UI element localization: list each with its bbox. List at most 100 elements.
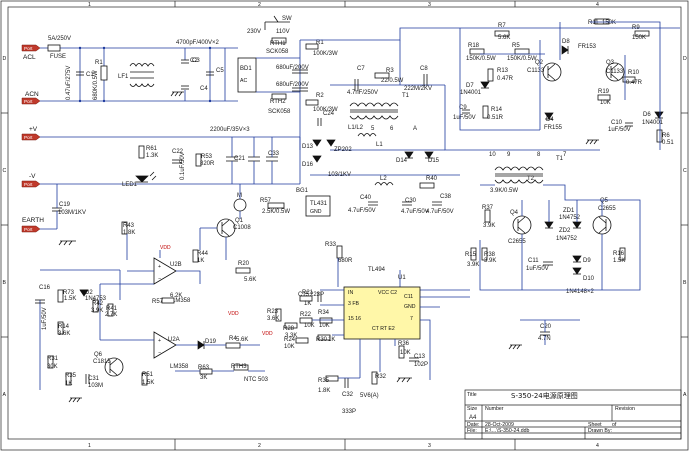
svg-text:+: + [158, 264, 161, 270]
svg-text:TL431: TL431 [310, 201, 328, 207]
port-vminus-tag: Port [24, 182, 33, 187]
svg-text:C10: C10 [611, 120, 623, 126]
svg-text:680uF/200V: 680uF/200V [276, 65, 309, 71]
primary-wiring [300, 27, 680, 151]
svg-text:1N4752: 1N4752 [559, 215, 581, 221]
svg-text:100K/3W: 100K/3W [313, 107, 338, 113]
bridge-rectifier-bd1: BD1 AC [237, 57, 257, 93]
svg-text:R13: R13 [497, 68, 509, 74]
svg-text:1.8K: 1.8K [318, 388, 330, 394]
svg-text:C16: C16 [39, 285, 51, 291]
svg-text:TL494: TL494 [368, 267, 386, 273]
svg-text:D13: D13 [302, 144, 314, 150]
svg-text:C1133: C1133 [606, 69, 624, 75]
svg-text:R19: R19 [598, 89, 610, 95]
svg-text:ZP202: ZP202 [334, 147, 352, 153]
resistor-r44: R44 1K [192, 249, 209, 264]
svg-text:M: M [237, 193, 242, 199]
svg-text:1N4001: 1N4001 [642, 120, 664, 126]
svg-text:C22: C22 [172, 149, 184, 155]
svg-text:10: 10 [489, 152, 496, 158]
svg-text:3.6K: 3.6K [58, 331, 70, 337]
svg-text:R41: R41 [106, 306, 118, 312]
svg-text:R1: R1 [316, 40, 324, 46]
svg-text:RTH3: RTH3 [231, 364, 247, 370]
driver-wiring: 10 9 8 7 T1 [459, 21, 661, 162]
transistor-q5: Q5 C2655 [592, 198, 616, 235]
row-label-b-right: B [683, 280, 687, 286]
resistor-r9: R9 150K [632, 25, 650, 41]
svg-text:U1: U1 [398, 275, 406, 281]
svg-text:U2A: U2A [168, 337, 180, 343]
svg-text:10K: 10K [319, 323, 330, 329]
svg-text:3.9K: 3.9K [91, 308, 103, 314]
svg-text:RTH2: RTH2 [270, 99, 286, 105]
resistor-r4-sense: R4 5.6K [225, 336, 248, 349]
svg-text:R1: R1 [95, 60, 103, 66]
svg-text:222M/2KV: 222M/2KV [404, 86, 432, 92]
svg-text:R35: R35 [318, 378, 330, 384]
transistor-q2: Q2 C1133 [527, 60, 562, 82]
col-label-4: 4 [596, 2, 599, 8]
svg-text:D14: D14 [396, 158, 408, 164]
port-acl: Port ACL [21, 44, 41, 61]
svg-text:8: 8 [537, 152, 541, 158]
svg-text:SCK058: SCK058 [268, 109, 291, 115]
svg-text:C8: C8 [420, 66, 428, 72]
svg-text:820R: 820R [200, 161, 215, 167]
svg-text:150K/0.5W: 150K/0.5W [466, 56, 496, 62]
number-label: Number [485, 406, 504, 412]
svg-text:R35: R35 [65, 373, 77, 379]
svg-text:FR155: FR155 [544, 125, 563, 131]
svg-text:Date:: Date: [467, 422, 479, 428]
svg-text:103M/1KV: 103M/1KV [58, 210, 86, 216]
row-label-a-right: A [683, 392, 687, 398]
svg-text:R22: R22 [300, 312, 312, 318]
ic-u1-tl494: U1 TL494 IN VCC C2 3 FB C11 GND 15 16 CT… [343, 267, 421, 340]
svg-text:223P: 223P [310, 292, 324, 298]
capacitor-c24: C24 [317, 111, 335, 126]
svg-text:5.6K: 5.6K [244, 277, 256, 283]
svg-text:1.8K: 1.8K [123, 230, 135, 236]
row-label-b: B [3, 280, 7, 286]
resistor-r19: R19 10K [597, 89, 611, 106]
svg-text:File:: File: [467, 428, 477, 434]
capacitor-c7: C7 4.7nF/250V [347, 66, 378, 96]
svg-text:1K: 1K [304, 301, 311, 307]
svg-text:R33: R33 [325, 242, 337, 248]
fuse-value: 5A/250V [48, 36, 71, 42]
resistor-r14: R14 0.51R [482, 105, 504, 121]
svg-text:R15: R15 [465, 252, 477, 258]
svg-text:AC: AC [240, 78, 247, 84]
svg-text:C13: C13 [414, 354, 426, 360]
svg-text:R31: R31 [47, 356, 59, 362]
svg-text:C7: C7 [357, 66, 365, 72]
svg-text:C9: C9 [459, 105, 467, 111]
svg-text:100K/3W: 100K/3W [313, 51, 338, 57]
svg-text:9: 9 [507, 152, 511, 158]
diode-d19: D19 [197, 339, 217, 350]
sheet-label: Sheet [588, 422, 602, 428]
svg-text:1.5K: 1.5K [64, 296, 76, 302]
svg-text:R7: R7 [498, 23, 506, 29]
svg-text:C1008: C1008 [233, 225, 251, 231]
svg-text:C31: C31 [88, 376, 100, 382]
bg1-tl431: BG1 TL431 GND [296, 188, 331, 217]
thermistor-rth2: RTH2 SCK058 [268, 93, 291, 115]
diode-d6: D6 1N4001 [642, 111, 664, 126]
svg-text:Q4: Q4 [510, 210, 519, 216]
port-acn-label: ACN [25, 91, 39, 98]
svg-text:ZD2: ZD2 [559, 228, 571, 234]
output-capacitor-bank: 2200uF/35V×3 C21 C33 [210, 127, 280, 184]
svg-text:C2655: C2655 [598, 206, 616, 212]
svg-text:ZD1: ZD1 [563, 208, 575, 214]
svg-text:R5: R5 [512, 43, 520, 49]
svg-text:680R: 680R [338, 258, 353, 264]
led1: LED1 [122, 171, 157, 188]
svg-text:R23: R23 [267, 309, 279, 315]
svg-text:Q1: Q1 [235, 218, 244, 224]
svg-text:LM358: LM358 [170, 364, 189, 370]
svg-text:6.2K: 6.2K [170, 293, 182, 299]
svg-text:D15: D15 [428, 158, 440, 164]
svg-text:1uF/50V: 1uF/50V [526, 266, 549, 272]
